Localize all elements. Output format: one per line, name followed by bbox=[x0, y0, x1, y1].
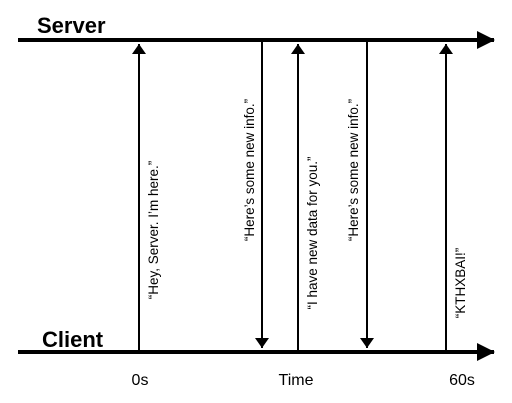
client-lane-label: Client bbox=[42, 327, 104, 352]
message-label-new-info-2: “Here’s some new info.” bbox=[346, 99, 361, 241]
time-label-start: 0s bbox=[132, 372, 149, 389]
server-lane-label: Server bbox=[37, 13, 106, 38]
message-label-kthxbai: “KTHXBAI!” bbox=[453, 248, 468, 319]
message-label-hey-server: “Hey, Server. I’m here.” bbox=[146, 161, 161, 300]
message-label-new-info-1: “Here’s some new info.” bbox=[242, 99, 257, 241]
time-label-end: 60s bbox=[449, 372, 475, 389]
message-label-new-data: “I have new data for you.” bbox=[305, 156, 320, 309]
time-label-axis: Time bbox=[279, 372, 314, 389]
